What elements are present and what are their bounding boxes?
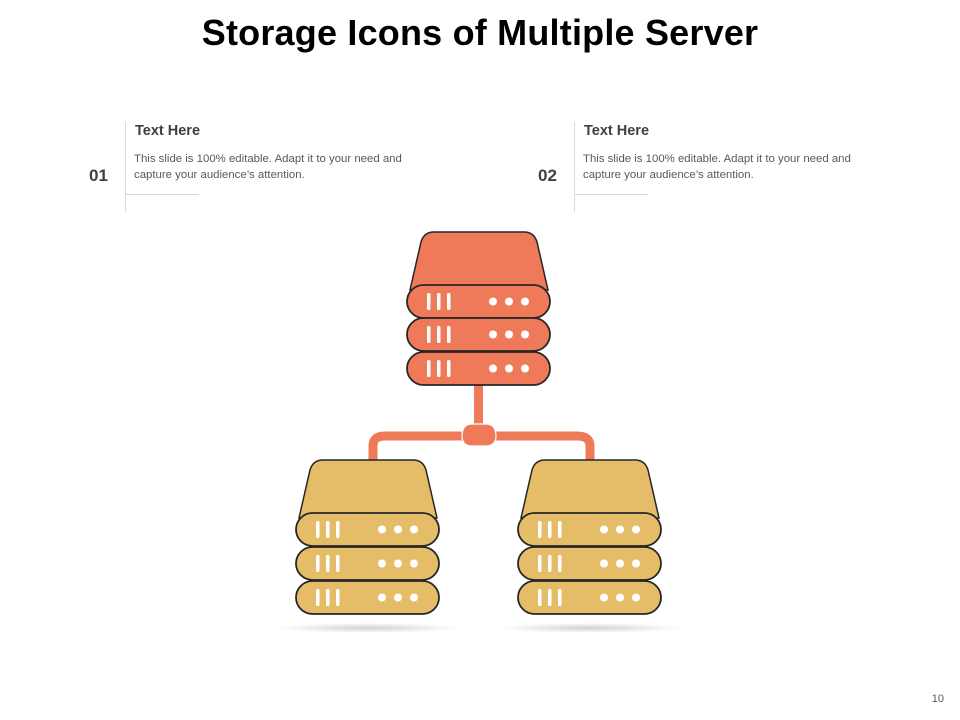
text-block-02: 02 Text Here This slide is 100% editable… xyxy=(538,122,914,214)
slide-title: Storage Icons of Multiple Server xyxy=(201,12,759,53)
server-shadow xyxy=(498,623,682,633)
server-stack-icon-top xyxy=(406,231,551,386)
server-unit xyxy=(406,284,551,319)
server-unit xyxy=(295,580,440,615)
server-stack-icon-right xyxy=(517,459,662,615)
block-body: This slide is 100% editable. Adapt it to… xyxy=(583,153,851,181)
server-unit xyxy=(517,580,662,615)
server-shadow xyxy=(276,623,460,633)
block-heading: Text Here xyxy=(584,123,650,139)
server-unit xyxy=(295,546,440,581)
block-heading: Text Here xyxy=(135,123,201,139)
server-unit xyxy=(406,351,551,386)
block-body: This slide is 100% editable. Adapt it to… xyxy=(134,153,402,181)
divider-horizontal xyxy=(125,194,199,195)
block-number: 01 xyxy=(89,166,108,185)
divider-horizontal xyxy=(574,194,648,195)
divider-vertical xyxy=(125,122,126,212)
server-unit xyxy=(517,546,662,581)
server-unit xyxy=(517,512,662,547)
block-number: 02 xyxy=(538,166,557,185)
server-unit xyxy=(295,512,440,547)
divider-vertical xyxy=(574,122,575,212)
page-number: 10 xyxy=(931,693,944,705)
server-unit xyxy=(406,317,551,352)
network-connector-icon xyxy=(368,385,595,462)
server-stack-icon-left xyxy=(295,459,440,615)
text-block-01: 01 Text Here This slide is 100% editable… xyxy=(89,122,465,214)
